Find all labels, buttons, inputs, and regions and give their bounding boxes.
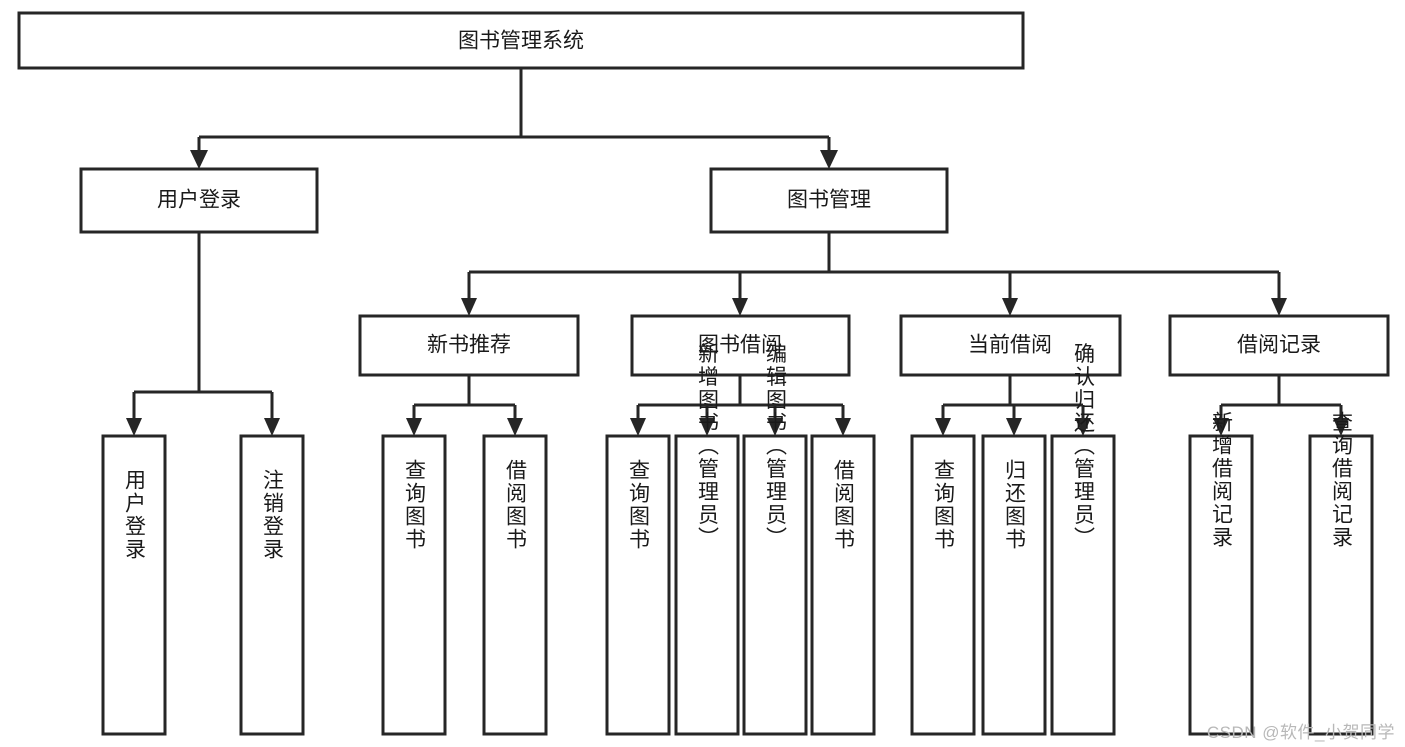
node-leaf-add-borrow-record-box[interactable]	[1188, 434, 1254, 736]
node-book-management-label: 图书管理	[787, 189, 871, 212]
arrow-to-book-borrow	[732, 298, 748, 316]
arrow-to-leaf-logout-login	[264, 418, 280, 436]
node-leaf-add-book-admin[interactable]: 新增图书（管理员）	[674, 343, 740, 736]
node-borrow-records-box[interactable]	[1168, 314, 1390, 377]
node-leaf-return-book[interactable]: 归还图书	[981, 434, 1047, 736]
node-leaf-confirm-return-admin[interactable]: 确认归还（管理员）	[1050, 343, 1116, 736]
node-leaf-confirm-return-admin-label: 确认归还（管理员）	[1072, 343, 1096, 550]
node-book-borrow-box[interactable]	[630, 314, 851, 377]
arrow-to-user-login	[190, 150, 208, 169]
node-leaf-confirm-return-admin-box[interactable]	[1050, 434, 1116, 736]
node-leaf-add-book-admin-label: 新增图书（管理员）	[696, 343, 720, 550]
node-leaf-return-book-label: 归还图书	[1003, 459, 1027, 551]
node-leaf-query-borrow-record[interactable]: 查询借阅记录	[1308, 411, 1374, 736]
csdn-watermark: CSDN @软件_小贺同学	[1206, 723, 1395, 742]
node-leaf-query-book-2-label: 查询图书	[627, 459, 651, 551]
node-leaf-query-book-1-label: 查询图书	[403, 459, 427, 551]
connector-book-borrow-bus	[636, 375, 845, 420]
node-leaf-borrow-book-2-label: 借阅图书	[832, 459, 856, 551]
node-root[interactable]: 图书管理系统	[17, 11, 1025, 70]
arrow-to-current-borrow	[1002, 298, 1018, 316]
node-leaf-edit-book-admin-label: 编辑图书（管理员）	[764, 343, 788, 550]
node-root-label: 图书管理系统	[458, 30, 584, 53]
connector-book-management-bus	[467, 232, 1281, 300]
node-user-login[interactable]: 用户登录	[79, 167, 319, 234]
node-book-borrow-label: 图书借阅	[698, 334, 782, 357]
node-borrow-records-label: 借阅记录	[1237, 334, 1321, 357]
node-leaf-edit-book-admin-box[interactable]	[742, 434, 808, 736]
node-book-borrow[interactable]: 图书借阅	[630, 314, 851, 377]
node-user-login-box[interactable]	[79, 167, 319, 234]
connector-current-borrow-bus	[941, 375, 1085, 420]
node-leaf-user-login-box[interactable]	[101, 434, 167, 736]
node-user-login-label: 用户登录	[157, 189, 241, 212]
node-leaf-query-book-2-box[interactable]	[605, 434, 671, 736]
arrow-to-leaf-confirm-return-admin	[1075, 418, 1091, 436]
node-leaf-query-book-3-label: 查询图书	[932, 459, 956, 551]
node-leaf-query-book-2[interactable]: 查询图书	[605, 434, 671, 736]
node-leaf-query-book-3-box[interactable]	[910, 434, 976, 736]
node-book-management-box[interactable]	[709, 167, 949, 234]
node-leaf-borrow-book-1-label: 借阅图书	[504, 459, 528, 551]
node-new-book-recommend-label: 新书推荐	[427, 334, 511, 357]
node-new-book-recommend-box[interactable]	[358, 314, 580, 377]
node-leaf-edit-book-admin[interactable]: 编辑图书（管理员）	[742, 343, 808, 736]
node-leaf-logout-login-box[interactable]	[239, 434, 305, 736]
node-current-borrow-label: 当前借阅	[968, 334, 1052, 357]
connector-borrow-records-bus	[1219, 375, 1343, 420]
connector-user-login-bus	[132, 232, 274, 420]
arrow-to-leaf-query-book-1	[406, 418, 422, 436]
arrow-to-leaf-borrow-book-2	[835, 418, 851, 436]
node-leaf-logout-login[interactable]: 注销登录	[239, 434, 305, 736]
node-leaf-return-book-box[interactable]	[981, 434, 1047, 736]
node-book-management[interactable]: 图书管理	[709, 167, 949, 234]
node-leaf-borrow-book-1[interactable]: 借阅图书	[482, 434, 548, 736]
node-current-borrow[interactable]: 当前借阅	[899, 314, 1122, 377]
node-leaf-query-book-3[interactable]: 查询图书	[910, 434, 976, 736]
node-leaf-user-login-label: 用户登录	[123, 469, 147, 561]
node-new-book-recommend[interactable]: 新书推荐	[358, 314, 580, 377]
node-leaf-add-borrow-record[interactable]: 新增借阅记录	[1188, 411, 1254, 736]
node-leaf-logout-login-label: 注销登录	[261, 469, 285, 561]
arrow-to-leaf-borrow-book-1	[507, 418, 523, 436]
node-leaf-user-login[interactable]: 用户登录	[101, 434, 167, 736]
arrow-to-new-book-recommend	[461, 298, 477, 316]
node-leaf-query-book-1[interactable]: 查询图书	[381, 434, 447, 736]
arrow-to-book-management	[820, 150, 838, 169]
connector-new-book-recommend-bus	[412, 375, 517, 420]
node-root-box[interactable]	[17, 11, 1025, 70]
node-leaf-borrow-book-1-box[interactable]	[482, 434, 548, 736]
node-leaf-borrow-book-2-box[interactable]	[810, 434, 876, 736]
node-borrow-records[interactable]: 借阅记录	[1168, 314, 1390, 377]
arrow-to-leaf-query-book-2	[630, 418, 646, 436]
node-leaf-query-book-1-box[interactable]	[381, 434, 447, 736]
arrow-to-leaf-add-book-admin	[699, 418, 715, 436]
node-leaf-query-borrow-record-label: 查询借阅记录	[1330, 411, 1354, 549]
arrow-to-borrow-records	[1271, 298, 1287, 316]
arrow-to-leaf-add-borrow-record	[1213, 418, 1229, 436]
connector-root-bus	[197, 68, 831, 152]
node-leaf-borrow-book-2[interactable]: 借阅图书	[810, 434, 876, 736]
arrow-to-leaf-return-book	[1006, 418, 1022, 436]
arrow-to-leaf-query-borrow-record	[1333, 418, 1349, 436]
node-current-borrow-box[interactable]	[899, 314, 1122, 377]
node-leaf-query-borrow-record-box[interactable]	[1308, 434, 1374, 736]
arrow-to-leaf-user-login	[126, 418, 142, 436]
node-leaf-add-borrow-record-label: 新增借阅记录	[1210, 411, 1234, 549]
arrow-to-leaf-edit-book-admin	[767, 418, 783, 436]
node-leaf-add-book-admin-box[interactable]	[674, 434, 740, 736]
connector-layer	[126, 68, 1349, 436]
arrow-to-leaf-query-book-3	[935, 418, 951, 436]
